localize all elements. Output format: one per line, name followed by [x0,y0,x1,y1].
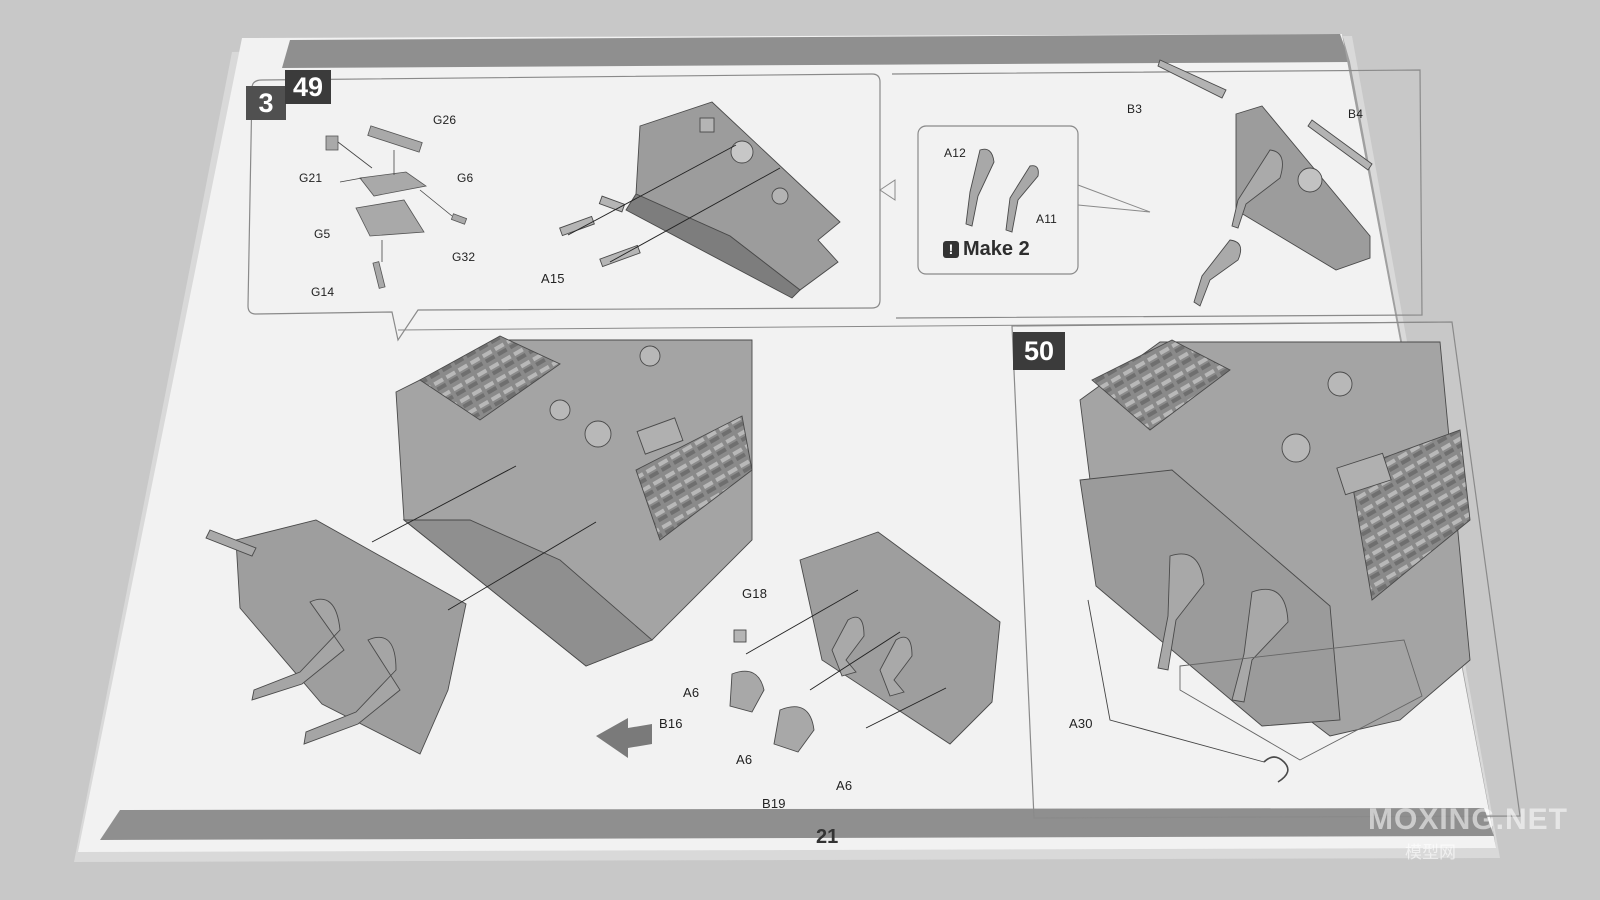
part-label-a6-1: A6 [683,685,700,700]
previous-step-badge-fragment: 3 [246,86,286,120]
make-two-text: Make 2 [963,238,1030,260]
part-label-g5: G5 [314,227,331,241]
watermark-sub: 模型网 [1405,843,1456,862]
make-two-note: ! Make 2 [943,238,1030,261]
exclamation-icon: ! [943,241,959,258]
part-label-b3: B3 [1127,102,1143,116]
watermark: MOXING.NET [1368,803,1569,836]
part-label-g26: G26 [433,113,457,127]
part-label-a30: A30 [1069,716,1093,731]
part-label-a6-3: A6 [836,778,853,793]
part-label-a15: A15 [541,271,565,286]
part-label-a12: A12 [944,146,966,160]
part-label-g21: G21 [299,171,323,185]
part-label-g6: G6 [457,171,474,185]
part-label-g18: G18 [742,586,768,601]
step-50-badge: 50 [1013,332,1065,370]
step-49-badge: 49 [285,70,331,104]
part-label-a6-2: A6 [736,752,753,767]
part-label-g32: G32 [452,250,476,264]
part-label-g14: G14 [311,285,335,299]
part-label-a11: A11 [1036,212,1058,226]
part-label-b19: B19 [762,796,786,811]
part-label-b4: B4 [1348,107,1364,121]
page-number: 21 [816,826,839,848]
part-label-b16: B16 [659,716,683,731]
